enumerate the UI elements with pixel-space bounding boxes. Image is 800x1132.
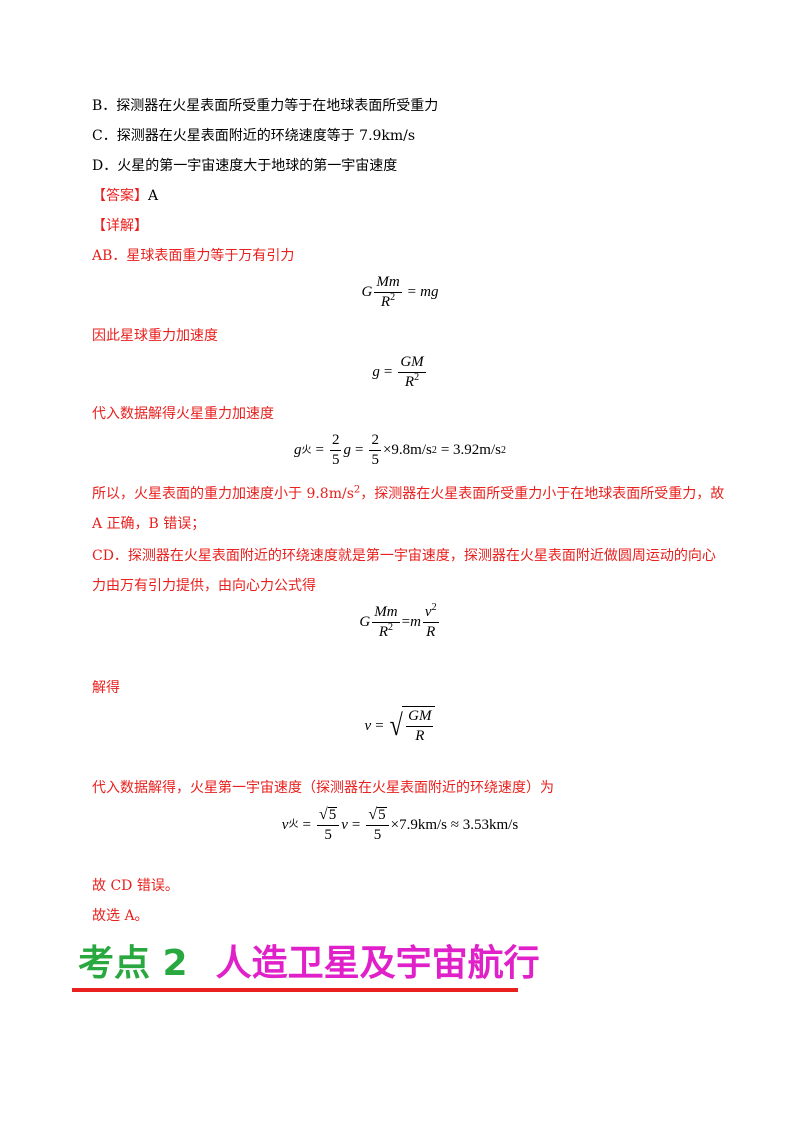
option-d: D．火星的第一宇宙速度大于地球的第一宇宙速度 <box>92 158 398 174</box>
para-g-intro: 因此星球重力加速度 <box>92 328 218 344</box>
heading-number: 考点 2 <box>78 943 188 984</box>
answer-tag: 【答案】 <box>92 188 148 204</box>
para-so-2: A 正确，B 错误； <box>92 516 206 532</box>
para-so-1: 所以，火星表面的重力加速度小于 9.8m/s2，探测器在火星表面所受重力小于在地… <box>92 484 725 502</box>
heading-title: 人造卫星及宇宙航行 <box>215 943 540 984</box>
option-b: B．探测器在火星表面所受重力等于在地球表面所受重力 <box>92 98 439 114</box>
para-cd-1: CD．探测器在火星表面附近的环绕速度就是第一宇宙速度，探测器在火星表面附近做圆周… <box>92 548 716 564</box>
detail-tag: 【详解】 <box>92 218 148 234</box>
answer-value: A <box>148 188 159 204</box>
option-c: C．探测器在火星表面附近的环绕速度等于 7.9km/s <box>92 128 416 144</box>
para-substitute-2: 代入数据解得，火星第一宇宙速度（探测器在火星表面附近的环绕速度）为 <box>92 780 554 796</box>
section-heading: 考点 2 人造卫星及宇宙航行 <box>78 940 540 992</box>
para-ab: AB．星球表面重力等于万有引力 <box>92 248 295 264</box>
para-cd-2: 力由万有引力提供，由向心力公式得 <box>92 578 316 594</box>
para-substitute: 代入数据解得火星重力加速度 <box>92 406 274 422</box>
heading-underline <box>72 988 518 992</box>
para-solve: 解得 <box>92 680 120 696</box>
para-choose: 故选 A。 <box>92 908 149 924</box>
answer-line: 【答案】A <box>92 186 158 206</box>
para-cd-wrong: 故 CD 错误。 <box>92 878 179 894</box>
